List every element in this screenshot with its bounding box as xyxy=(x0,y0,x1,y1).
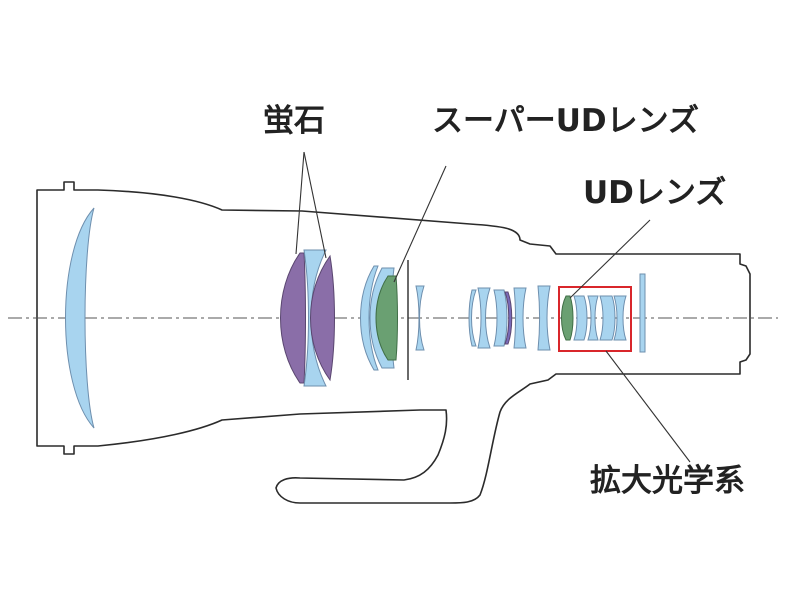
mag-lens-3 xyxy=(599,295,616,341)
mag-lens-2 xyxy=(587,295,599,341)
leader-ud xyxy=(569,219,651,299)
fluorite-lens-1 xyxy=(280,252,306,384)
lens-g3-thin-violet xyxy=(504,291,513,345)
fluorite-lens-2 xyxy=(310,254,335,382)
mag-lens-1 xyxy=(573,295,588,341)
mag-lens-4 xyxy=(613,295,627,341)
leader-magnifier xyxy=(605,350,691,463)
leader-super-ud xyxy=(393,165,447,283)
lens-g3-1 xyxy=(468,289,477,347)
lens-between-fluorite xyxy=(303,249,327,387)
lens-g2-3 xyxy=(415,285,425,351)
label-fluorite: 蛍石 xyxy=(263,103,325,139)
lens-g3-5 xyxy=(537,285,551,351)
rear-filter xyxy=(639,273,646,353)
super-ud-lens xyxy=(375,275,398,361)
leader-fluorite-1 xyxy=(295,151,305,255)
lens-g3-4 xyxy=(513,287,527,349)
label-magnifier: 拡大光学系 xyxy=(590,463,745,499)
label-ud: UDレンズ xyxy=(583,175,726,211)
leader-fluorite-2 xyxy=(303,151,327,259)
ud-lens xyxy=(561,295,574,341)
lens-g2-1 xyxy=(360,265,379,371)
barrel-outline xyxy=(36,181,751,504)
lens-g3-3 xyxy=(493,289,508,347)
magnifier-highlight-box xyxy=(558,286,632,352)
front-lens xyxy=(65,207,95,429)
lens-g3-2 xyxy=(477,287,491,349)
label-super-ud: スーパーUDレンズ xyxy=(432,103,699,139)
